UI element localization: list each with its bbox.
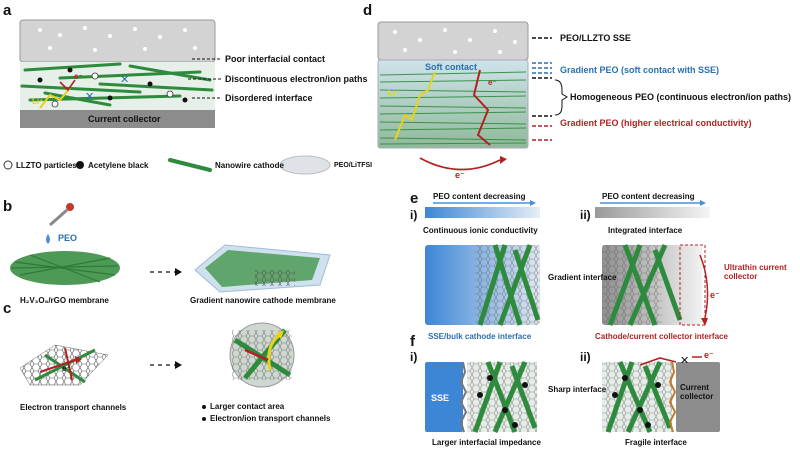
legend-llzto: LLZTO particles [16,161,77,170]
svg-text:✕: ✕ [120,74,129,86]
current-collector-label: Current collector [88,114,161,124]
electron-channels-caption: Electron transport channels [20,403,127,412]
electron-label-f: e⁻ [704,350,714,360]
soft-contact-label: Soft contact [425,62,478,72]
electron-label-d: e⁻ [488,78,497,87]
membrane-caption: H₂V₃O₈/rGO membrane [20,296,109,305]
gradient-interface-label: Gradient interface [548,273,617,282]
li-ion-label-d: Li⁺ [388,88,400,97]
continuous-ionic-label: Continuous ionic conductivity [423,226,538,235]
electron-label-d-bottom: e⁻ [455,170,465,180]
svg-text:✕: ✕ [85,91,94,103]
electron-label-a: e⁻ [74,72,83,81]
panel-b-membranes [10,203,331,293]
panel-c-channels [19,322,295,421]
ultrathin-collector-label: Ultrathin current collector [724,263,787,281]
annotation-poor-contact: Poor interfacial contact [225,54,326,64]
panel-a-schematic: ✕ ✕ [19,19,222,128]
panel-label-d: d [363,2,373,19]
annotation-gradient-peo-soft: Gradient PEO (soft contact with SSE) [560,65,720,75]
legend-nanowire: Nanowire cathode [215,161,284,170]
annotation-homogeneous-peo: Homogeneous PEO (continuous electron/ion… [570,92,792,102]
integrated-interface-label: Integrated interface [608,226,683,235]
current-collector-label-f: Current collector [680,383,714,401]
annotation-disordered-interface: Disordered interface [225,93,313,103]
panel-d-schematic [377,21,568,171]
fragile-interface-caption: Fragile interface [625,438,687,447]
panel-f-schematic: ✕ [425,355,720,434]
gradient-membrane-caption: Gradient nanowire cathode membrane [190,296,336,305]
panel-label-a: a [3,2,12,19]
cathode-collector-interface-caption: Cathode/current collector interface [595,332,728,341]
legend-peo-litfsi: PEO/LiTFSI [334,162,373,169]
bullet-contact-area: Larger contact area [210,402,285,411]
panel-label-f: f [410,333,415,350]
sse-bulk-interface-caption: SSE/bulk cathode interface [428,332,532,341]
peo-decreasing-label-i: PEO content decreasing [433,192,526,201]
li-ion-label-a: Li⁺ [32,97,44,106]
panel-e-ii-label: ii) [580,208,591,222]
panel-label-b: b [3,198,13,215]
panel-f-ii-label: ii) [580,350,591,364]
legend-acetylene-black: Acetylene black [88,161,149,170]
peo-drop-label: PEO [58,233,78,243]
electron-label-c: e⁻ [62,364,71,373]
annotation-gradient-peo-conductive: Gradient PEO (higher electrical conducti… [560,118,752,128]
peo-decreasing-label-ii: PEO content decreasing [602,192,695,201]
panel-f-i-label: i) [410,350,418,364]
sharp-interface-label: Sharp interface [548,385,607,394]
annotation-sse: PEO/LLZTO SSE [560,33,631,43]
sse-label: SSE [431,393,450,403]
svg-text:✕: ✕ [680,355,689,367]
panel-e-schematic [425,200,710,327]
electron-label-e: e⁻ [710,290,720,300]
panel-e-i-label: i) [410,208,418,222]
panel-label-e: e [410,190,419,207]
panel-label-c: c [3,300,12,317]
larger-impedance-caption: Larger interfacial impedance [432,438,541,447]
bullet-transport-channels: Electron/ion transport channels [210,414,331,423]
annotation-discontinuous-paths: Discontinuous electron/ion paths [225,74,368,84]
legend-shapes [3,155,331,175]
